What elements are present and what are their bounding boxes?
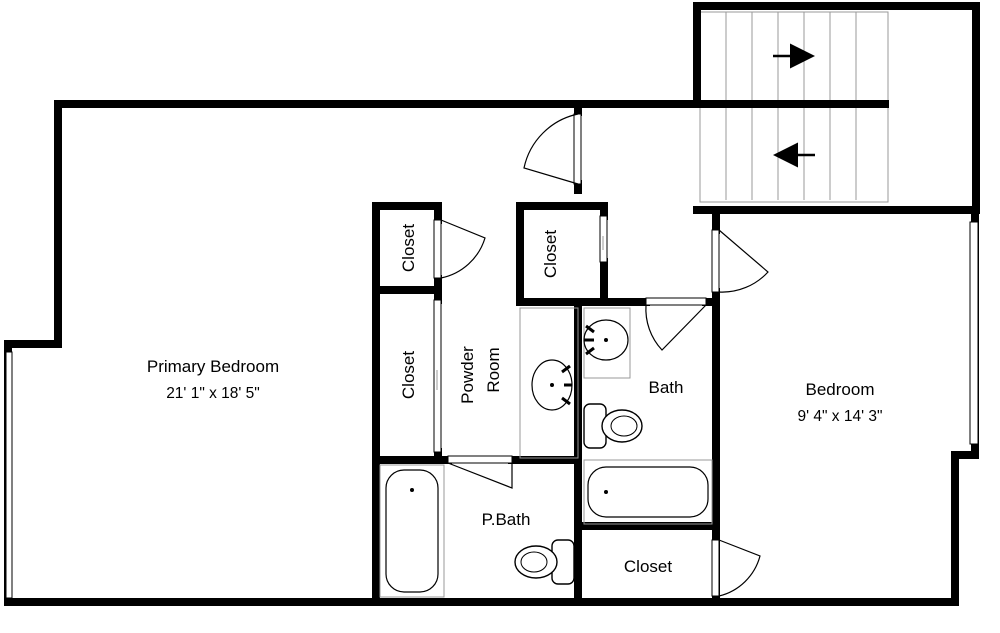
p-bath-toilet-icon <box>514 539 575 585</box>
closet-lower-left-label: Closet <box>399 351 418 399</box>
bath-label: Bath <box>649 378 684 397</box>
doors <box>433 112 769 597</box>
primary-bedroom-label: Primary Bedroom <box>147 357 279 376</box>
bath-toilet-icon <box>583 403 643 449</box>
primary-bedroom-dimensions: 21' 1" x 18' 5" <box>166 385 260 402</box>
p-bath-tub-icon <box>379 464 445 598</box>
room-labels: Primary Bedroom 21' 1" x 18' 5" Bedroom … <box>147 224 883 576</box>
staircase <box>699 11 889 203</box>
powder-room-label-line1: Powder <box>458 346 477 404</box>
p-bath-label: P.Bath <box>482 510 531 529</box>
fixtures <box>379 307 713 598</box>
bedroom-dimensions: 9' 4" x 14' 3" <box>797 408 882 425</box>
powder-room-label-line2: Room <box>484 347 503 392</box>
bath-tub-icon <box>583 459 713 525</box>
closet-center-label: Closet <box>541 230 560 278</box>
closet-bottom-label: Closet <box>624 557 672 576</box>
bedroom-label: Bedroom <box>806 380 875 399</box>
windows <box>5 221 979 599</box>
closet-upper-left-label: Closet <box>399 224 418 272</box>
